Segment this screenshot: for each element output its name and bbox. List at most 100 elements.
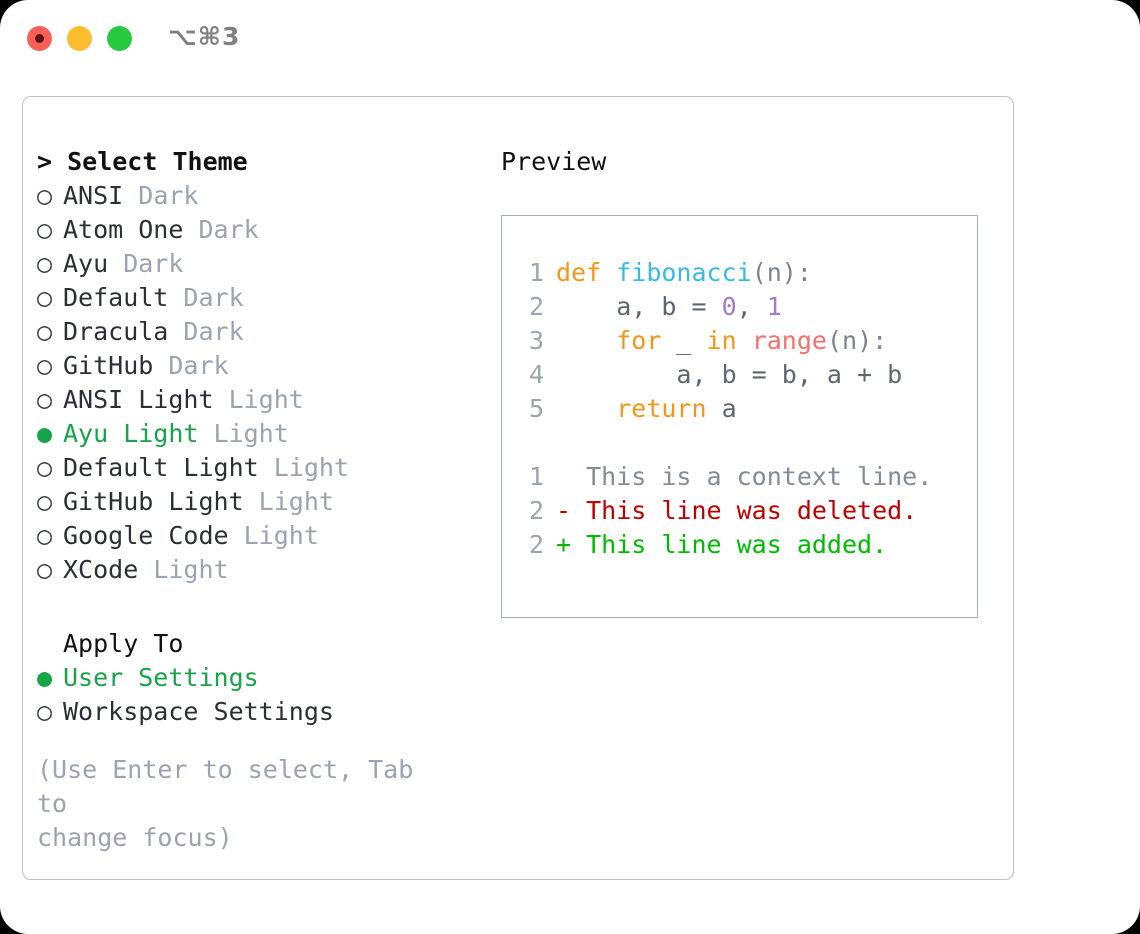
apply-to-list: ●User Settings○Workspace Settings <box>37 661 477 729</box>
code-token: , <box>736 292 767 321</box>
keyboard-hint: (Use Enter to select, Tab to change focu… <box>37 755 414 852</box>
apply-to-option[interactable]: ●User Settings <box>37 661 477 695</box>
code-token: in <box>706 326 737 355</box>
radio-unselected-icon: ○ <box>37 215 53 244</box>
theme-option[interactable]: ○ ANSI Dark <box>37 179 477 213</box>
code-line: 3 for _ in range(n): <box>518 324 971 358</box>
radio-unselected-icon: ○ <box>37 555 53 584</box>
code-token: for <box>616 326 662 355</box>
diff-line-text: - This line was deleted. <box>556 494 917 528</box>
code-line: 5 return a <box>518 392 971 426</box>
theme-option[interactable]: ○ANSI Light Light <box>37 383 477 417</box>
apply-to-option[interactable]: ○Workspace Settings <box>37 695 477 729</box>
code-token <box>556 326 616 355</box>
theme-option[interactable]: ○ Atom One Dark <box>37 213 477 247</box>
code-token <box>737 326 752 355</box>
theme-variant-tag: Light <box>213 385 304 414</box>
theme-selector: > Select Theme ○ANSI Dark○Atom One Dark○… <box>37 145 477 855</box>
code-line-text: a, b = b, a + b <box>556 358 902 392</box>
diff-line: 1 This is a context line. <box>518 460 971 494</box>
diff-sign <box>556 462 586 491</box>
theme-option-label: GitHub <box>63 351 154 380</box>
theme-option[interactable]: ○GitHub Light Light <box>37 485 477 519</box>
keyboard-shortcut-label: ⌥⌘3 <box>168 22 241 51</box>
theme-variant-tag: Dark <box>153 351 229 380</box>
theme-variant-tag: Dark <box>123 181 199 210</box>
diff-text: This line was deleted. <box>586 496 918 525</box>
code-token: (n): <box>751 258 812 287</box>
line-number: 2 <box>528 530 544 559</box>
select-theme-header: > Select Theme <box>37 147 248 176</box>
code-token: a <box>706 394 737 423</box>
code-token: return <box>616 394 707 423</box>
code-token: fibonacci <box>616 258 752 287</box>
line-number: 2 <box>528 292 544 321</box>
content-panel: > Select Theme ○ANSI Dark○Atom One Dark○… <box>22 96 1014 880</box>
theme-option-label: Google Code <box>63 521 229 550</box>
theme-variant-tag: Light <box>198 419 289 448</box>
close-button[interactable] <box>27 26 52 51</box>
code-token: a, b = b, a + b <box>556 360 903 389</box>
theme-option-label: Ayu Light <box>63 419 199 448</box>
theme-option-label: Default Light <box>63 453 259 482</box>
line-number: 2 <box>528 496 544 525</box>
diff-line: 2 + This line was added. <box>518 528 971 562</box>
theme-option-label: Atom One <box>63 215 184 244</box>
theme-option-label: Ayu <box>63 249 109 278</box>
minimize-button[interactable] <box>67 26 92 51</box>
code-token: a, b = <box>556 292 722 321</box>
theme-option-label: GitHub Light <box>63 487 244 516</box>
code-token: _ <box>661 326 707 355</box>
theme-option[interactable]: ○ GitHub Dark <box>37 349 477 383</box>
diff-sign: + <box>556 530 587 559</box>
code-line: 2 a, b = 0, 1 <box>518 290 971 324</box>
theme-variant-tag: Dark <box>108 249 184 278</box>
theme-option-label: Default <box>63 283 169 312</box>
theme-list: ○ANSI Dark○Atom One Dark○Ayu Dark○Defaul… <box>37 179 477 587</box>
code-token: def <box>556 258 602 287</box>
theme-option-label: ANSI Light <box>63 385 214 414</box>
radio-unselected-icon: ○ <box>37 487 53 516</box>
theme-option[interactable]: ●Ayu Light Light <box>37 417 477 451</box>
line-number: 4 <box>528 360 544 389</box>
maximize-button[interactable] <box>107 26 132 51</box>
code-token: 1 <box>766 292 782 321</box>
theme-option[interactable]: ○Dracula Dark <box>37 315 477 349</box>
theme-variant-tag: Light <box>228 521 319 550</box>
theme-option-label: ANSI <box>63 181 124 210</box>
diff-line: 2- This line was deleted. <box>518 494 971 528</box>
diff-line-text: + This line was added. <box>556 528 887 562</box>
code-diff-gap <box>518 426 971 460</box>
diff-sign: - <box>556 496 587 525</box>
apply-to-option-label: User Settings <box>63 663 259 692</box>
theme-variant-tag: Dark <box>168 317 244 346</box>
radio-unselected-icon: ○ <box>37 453 53 482</box>
theme-option[interactable]: ○XCode Light <box>37 553 477 587</box>
radio-unselected-icon: ○ <box>37 249 53 278</box>
theme-option[interactable]: ○ Ayu Dark <box>37 247 477 281</box>
title-bar: ⌥⌘3 <box>0 0 1140 78</box>
theme-option[interactable]: ○Google Code Light <box>37 519 477 553</box>
radio-unselected-icon: ○ <box>37 181 53 210</box>
line-number: 1 <box>528 462 544 491</box>
theme-option[interactable]: ○Default Light Light <box>37 451 477 485</box>
code-token: 0 <box>721 292 737 321</box>
diff-line-text: This is a context line. <box>556 460 932 494</box>
theme-variant-tag: Dark <box>183 215 259 244</box>
apply-to-header: Apply To <box>37 627 477 661</box>
code-line: 4 a, b = b, a + b <box>518 358 971 392</box>
code-line-text: a, b = 0, 1 <box>556 290 782 324</box>
theme-variant-tag: Dark <box>168 283 244 312</box>
diff-text: This line was added. <box>586 530 888 559</box>
code-token <box>556 394 616 423</box>
radio-unselected-icon: ○ <box>37 697 53 726</box>
traffic-lights <box>27 26 132 51</box>
radio-unselected-icon: ○ <box>37 351 53 380</box>
theme-option[interactable]: ○Default Dark <box>37 281 477 315</box>
